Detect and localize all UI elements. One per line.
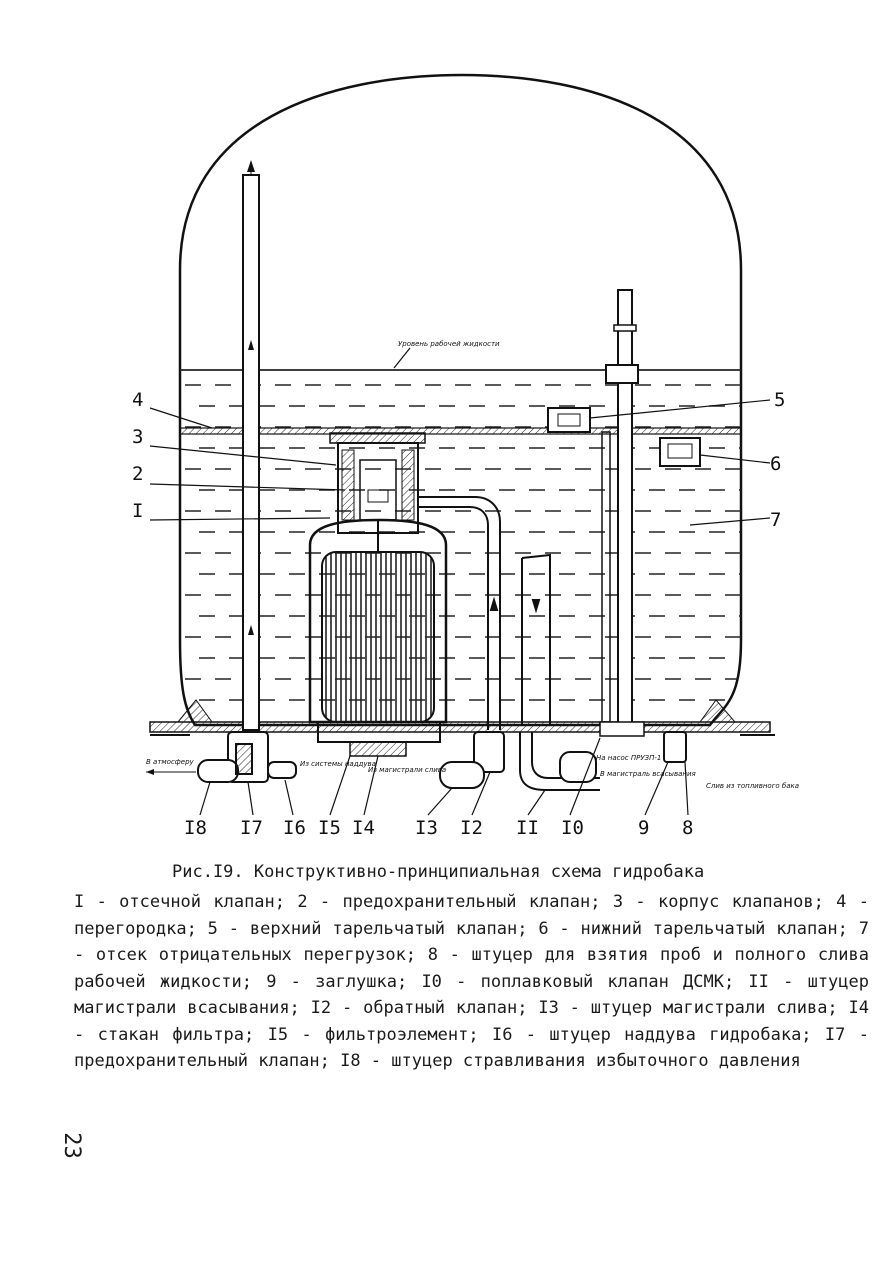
figure-caption-title: Рис.I9. Конструктивно-принципиальная схе… bbox=[172, 862, 705, 882]
callout-3: 3 bbox=[132, 426, 143, 448]
atm-annotation: В атмосферу bbox=[146, 758, 195, 766]
callout-6: 6 bbox=[770, 453, 781, 475]
partition bbox=[179, 427, 742, 435]
return-pipe bbox=[418, 496, 501, 730]
suction-annotation: В магистраль всасывания bbox=[600, 770, 696, 778]
callout-12: I2 bbox=[460, 817, 483, 839]
hydraulic-tank-diagram: 4 3 2 I 5 6 7 I8 I7 I6 I5 I4 I3 I2 II I0… bbox=[132, 73, 799, 839]
callout-5: 5 bbox=[774, 389, 785, 411]
callout-7: 7 bbox=[770, 509, 781, 531]
flow-annotations: Уровень рабочей жидкости В атмосферу Из … bbox=[146, 340, 799, 790]
level-annotation: Уровень рабочей жидкости bbox=[398, 340, 500, 348]
callout-2: 2 bbox=[132, 463, 143, 485]
bottom-fittings bbox=[197, 731, 687, 789]
leader-lines bbox=[149, 347, 771, 816]
callout-16: I6 bbox=[283, 817, 306, 839]
valve-housing bbox=[329, 432, 426, 552]
liquid-pattern bbox=[180, 369, 741, 701]
callout-17: I7 bbox=[240, 817, 263, 839]
callout-1: I bbox=[132, 500, 143, 522]
page-number: 23 bbox=[58, 1132, 84, 1159]
upper-poppet-valve bbox=[547, 407, 591, 433]
pump-annotation: На насос ПРУЗП-1 bbox=[596, 754, 661, 762]
tank-body bbox=[178, 73, 743, 727]
callout-9: 9 bbox=[638, 817, 649, 839]
callout-11: II bbox=[516, 817, 539, 839]
filter-cup bbox=[308, 518, 448, 757]
bottom-flange bbox=[149, 699, 775, 736]
callout-8: 8 bbox=[682, 817, 693, 839]
figure-caption-legend: I - отсечной клапан; 2 - предохранительн… bbox=[74, 892, 869, 1071]
float-valve bbox=[599, 289, 645, 737]
vent-pipe bbox=[242, 160, 260, 731]
callout-18: I8 bbox=[184, 817, 207, 839]
main-line-annotation: Из магистрали слива bbox=[368, 766, 446, 774]
callout-numbers: 4 3 2 I 5 6 7 I8 I7 I6 I5 I4 I3 I2 II I0… bbox=[132, 389, 785, 839]
lower-poppet-valve bbox=[659, 437, 701, 467]
air-line-annotation: Из системы наддува bbox=[300, 760, 376, 768]
callout-15: I5 bbox=[318, 817, 341, 839]
callout-14: I4 bbox=[352, 817, 375, 839]
callout-10: I0 bbox=[561, 817, 584, 839]
drain-annotation: Слив из топливного бака bbox=[706, 782, 799, 790]
callout-4: 4 bbox=[132, 389, 143, 411]
callout-13: I3 bbox=[415, 817, 438, 839]
